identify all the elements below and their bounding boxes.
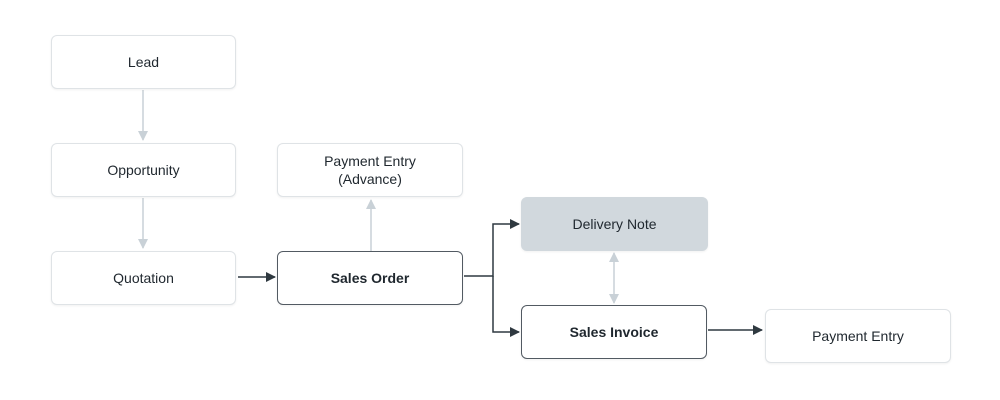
node-sales-invoice[interactable]: Sales Invoice <box>521 305 707 359</box>
node-payment-entry-label: Payment Entry <box>812 328 904 344</box>
node-quotation[interactable]: Quotation <box>51 251 236 305</box>
node-payment-entry[interactable]: Payment Entry <box>765 309 951 363</box>
edge-sales-order-delivery-note <box>464 219 520 277</box>
edge-sales-order-sales-invoice <box>492 276 520 337</box>
node-lead-label: Lead <box>127 54 160 70</box>
node-payment-entry-advance[interactable]: Payment Entry (Advance) <box>277 143 463 197</box>
node-payment-entry-advance-label: Payment Entry (Advance) <box>324 153 416 187</box>
node-quotation-label: Quotation <box>113 270 174 286</box>
node-sales-order-label: Sales Order <box>330 270 410 286</box>
node-opportunity-label: Opportunity <box>107 162 180 178</box>
node-lead[interactable]: Lead <box>51 35 236 89</box>
node-delivery-note-label: Delivery Note <box>572 216 657 232</box>
node-sales-invoice-label: Sales Invoice <box>569 324 659 340</box>
node-delivery-note[interactable]: Delivery Note <box>521 197 708 251</box>
node-opportunity[interactable]: Opportunity <box>51 143 236 197</box>
node-sales-order[interactable]: Sales Order <box>277 251 463 305</box>
